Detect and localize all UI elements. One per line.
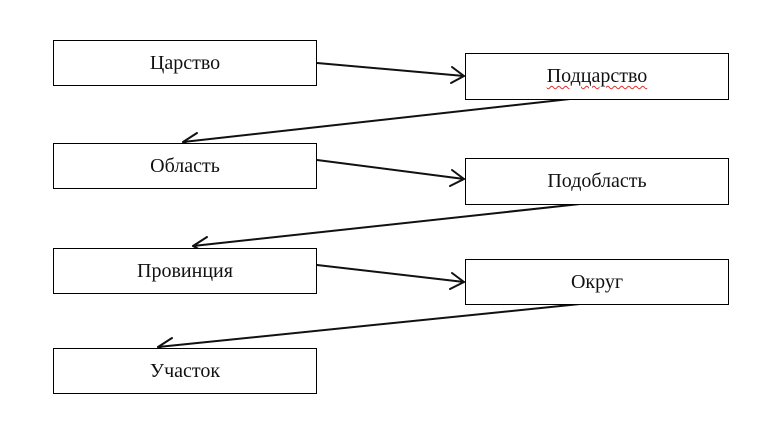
- node-kingdom: Царство: [53, 40, 317, 86]
- node-district: Округ: [465, 259, 729, 305]
- node-province: Провинция: [53, 248, 317, 294]
- node-region: Область: [53, 143, 317, 189]
- arrow-subkingdom-to-region: [182, 98, 571, 150]
- arrow-district-to-plot: [157, 303, 581, 355]
- arrow-kingdom-to-subkingdom: [316, 62, 465, 84]
- node-subregion: Подобласть: [465, 158, 729, 205]
- arrow-subregion-to-province: [192, 203, 581, 254]
- node-label: Округ: [570, 270, 624, 293]
- arrow-province-to-district: [316, 264, 465, 290]
- arrow-region-to-subregion: [316, 159, 465, 187]
- node-label: Область: [150, 154, 220, 177]
- node-label: Подобласть: [547, 170, 647, 192]
- node-label: Подцарство: [546, 65, 648, 87]
- node-plot: Участок: [53, 348, 317, 394]
- node-label: Провинция: [137, 259, 233, 282]
- node-subkingdom: Подцарство: [465, 53, 729, 100]
- node-label: Царство: [149, 51, 221, 74]
- node-label: Участок: [149, 359, 221, 382]
